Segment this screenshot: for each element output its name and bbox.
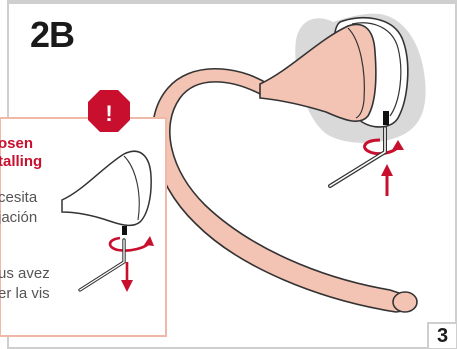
warning-body-line-4: er la vis (0, 284, 50, 303)
page-number: 3 (428, 323, 457, 349)
step-label: 2B (30, 14, 74, 56)
rotate-arrow-head (392, 140, 404, 150)
warning-body-line-2: jación (0, 208, 37, 227)
warning-body-line-3: us avez (0, 264, 50, 283)
set-screw (383, 111, 389, 125)
rotate-arrow-icon (365, 140, 398, 154)
ring-end-cap (393, 292, 417, 312)
warning-title-line-1: osen (0, 135, 33, 153)
warning-badge-glyph: ! (105, 101, 112, 126)
callout-set-screw (122, 226, 127, 235)
warning-title-line-2: talling (0, 153, 42, 171)
up-arrow-icon (381, 164, 393, 176)
warning-body-line-1: cesita (0, 188, 37, 207)
